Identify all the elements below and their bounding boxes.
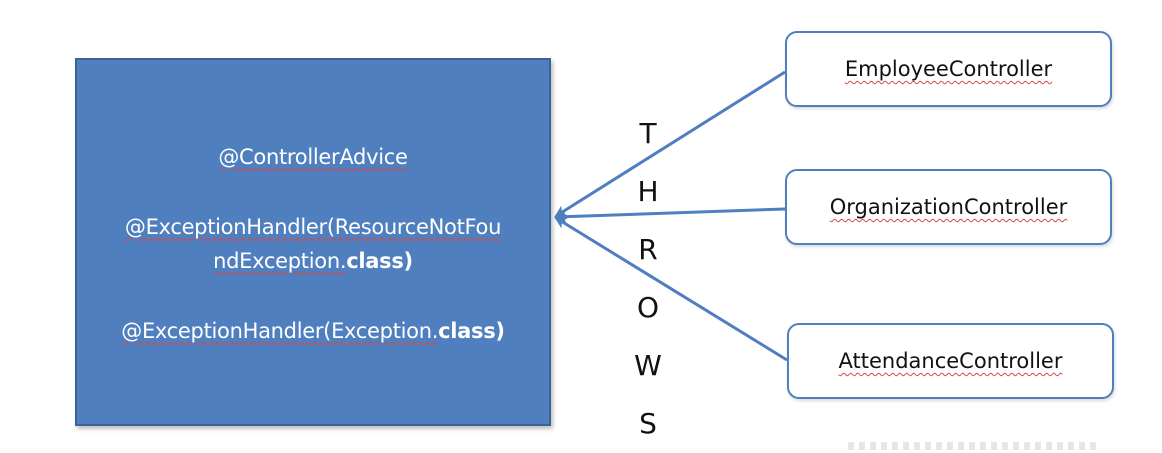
controller-label: OrganizationController (829, 195, 1068, 219)
throws-letter: W (634, 349, 662, 382)
controller-label: AttendanceController (838, 349, 1063, 373)
advice-annotation: @ControllerAdvice (218, 145, 408, 169)
controller-label: EmployeeController (844, 57, 1053, 81)
handler-2: @ExceptionHandler(Exception.class) (121, 319, 505, 343)
controller-advice-box: @ControllerAdvice @ExceptionHandler(Reso… (75, 58, 551, 426)
handler-1-line-1: @ExceptionHandler(ResourceNotFou (124, 215, 502, 239)
throws-letter: S (639, 407, 657, 440)
throws-letter: O (636, 291, 660, 324)
arrow-employee-to-advice (554, 70, 786, 218)
employee-controller-box: EmployeeController (785, 31, 1112, 107)
attendance-controller-box: AttendanceController (787, 323, 1114, 399)
handler-1-line-2: ndException.class) (213, 249, 413, 273)
throws-letter: H (637, 175, 659, 208)
organization-controller-box: OrganizationController (785, 169, 1112, 245)
throws-letter: T (639, 117, 657, 150)
arrow-organization-to-advice (554, 207, 786, 223)
arrow-attendance-to-advice (554, 216, 788, 362)
throws-letter: R (638, 233, 658, 266)
faint-watermark (848, 442, 1098, 450)
throws-label: T H R O W S (628, 105, 668, 453)
